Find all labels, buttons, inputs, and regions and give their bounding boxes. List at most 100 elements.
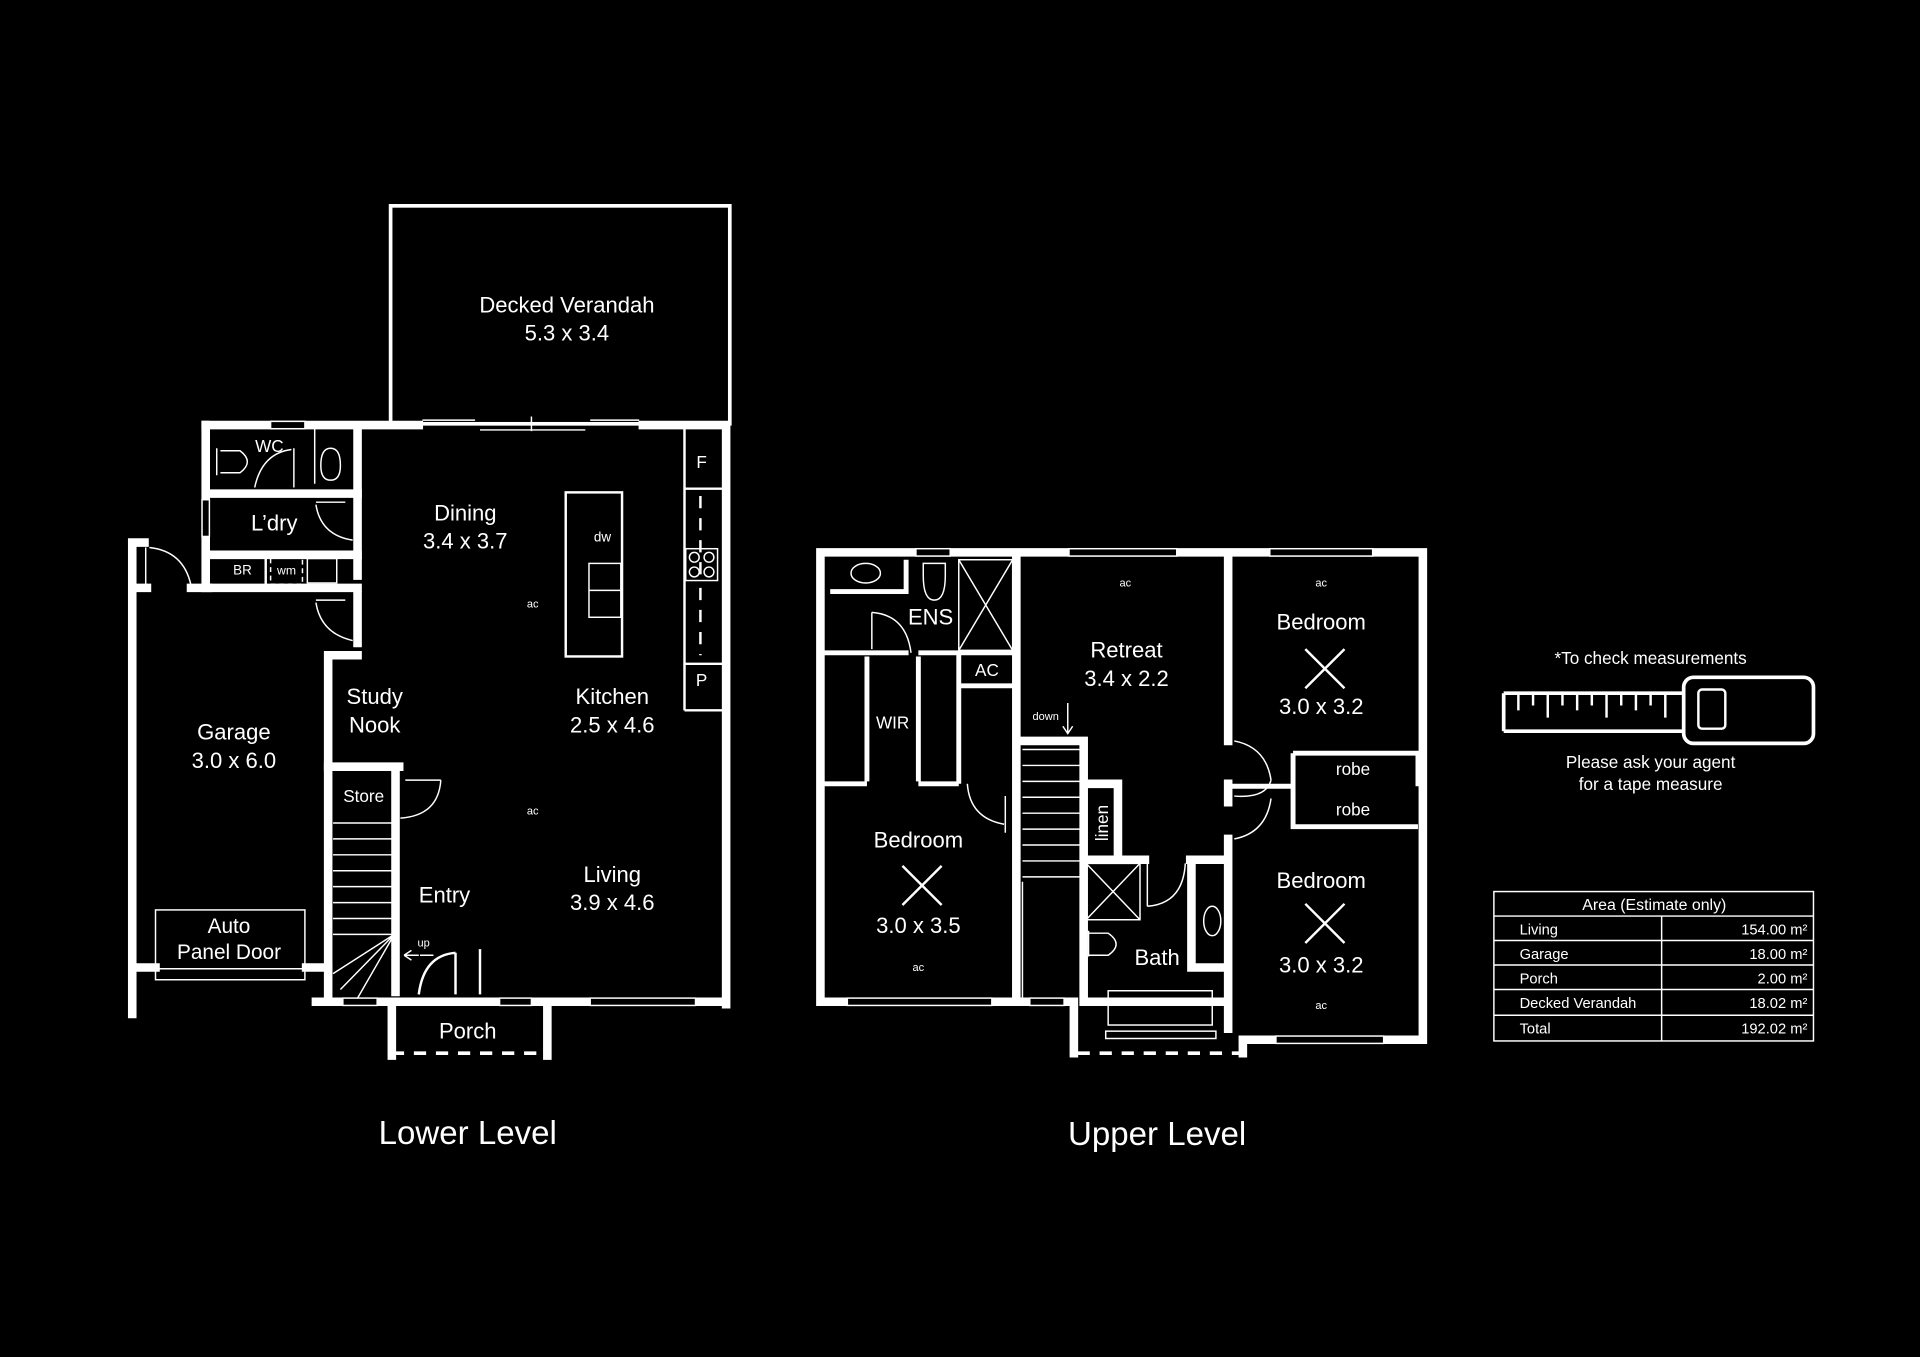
room-size: 3.9 x 4.6 xyxy=(570,890,655,915)
room-label: Bath xyxy=(1134,945,1179,970)
upper-level-plan: ENS AC WIR Retreat 3.4 x 2.2 Bedroom 3.0… xyxy=(816,547,1428,1153)
ac-icon: ac xyxy=(1119,578,1131,590)
room-size: 5.3 x 3.4 xyxy=(525,321,610,346)
bathtub-icon xyxy=(1107,990,1213,1026)
tape-measure-icon xyxy=(1501,675,1816,746)
area-row-label: Living xyxy=(1520,922,1558,938)
kitchen-island xyxy=(564,491,624,658)
ac-icon: ac xyxy=(913,962,925,974)
lower-level-title: Lower Level xyxy=(379,1115,557,1152)
lower-level-plan: Decked Verandah 5.3 x 3.4 WC L’dry BR wm… xyxy=(127,204,732,1152)
panel-door-label: Panel Door xyxy=(177,941,281,964)
room-label: Porch xyxy=(439,1018,497,1043)
stairs-label: down xyxy=(1033,711,1059,723)
room-size: 3.0 x 3.2 xyxy=(1279,952,1364,977)
room-label: WC xyxy=(255,436,284,456)
area-row-label: Porch xyxy=(1520,971,1558,987)
wc-fixtures xyxy=(216,428,342,488)
robe-walls xyxy=(1228,750,1421,830)
room-label: Garage xyxy=(197,720,270,745)
ac-icon: ac xyxy=(1315,578,1327,590)
room-size: 2.5 x 4.6 xyxy=(570,712,655,737)
basin-icon xyxy=(850,562,882,584)
room-label: WIR xyxy=(876,713,909,733)
room-label: Dining xyxy=(434,501,496,526)
area-row-value: 154.00 m² xyxy=(1741,922,1807,938)
shower-icon xyxy=(1085,862,1141,921)
room-size: 3.0 x 3.5 xyxy=(876,913,961,938)
ceiling-fan-icon xyxy=(901,864,943,906)
trough xyxy=(306,557,338,584)
area-table-title: Area (Estimate only) xyxy=(1582,897,1726,914)
area-row-label: Garage xyxy=(1520,947,1569,963)
door-swing xyxy=(400,779,442,819)
tape-note-line: Please ask your agent xyxy=(1566,752,1736,772)
tape-note-top: *To check measurements xyxy=(1554,648,1746,668)
upper-level-title: Upper Level xyxy=(1068,1116,1246,1153)
window xyxy=(201,498,211,538)
window xyxy=(269,420,306,430)
ac-icon: ac xyxy=(1315,1000,1327,1012)
room-label: Kitchen xyxy=(576,684,649,709)
shower-icon xyxy=(958,558,1014,652)
room-label: ENS xyxy=(908,605,953,630)
ac-icon: ac xyxy=(527,805,539,817)
door-swing xyxy=(871,611,1272,907)
area-row-value: 18.00 m² xyxy=(1749,947,1807,963)
ceiling-fan-icon xyxy=(1304,648,1346,690)
room-label: Bedroom xyxy=(874,827,963,852)
tape-note-line: for a tape measure xyxy=(1579,774,1723,794)
room-label: Nook xyxy=(349,712,401,737)
room-label: Entry xyxy=(419,883,470,908)
appliance-label: wm xyxy=(276,563,296,577)
area-row-label: Total xyxy=(1520,1022,1551,1038)
area-table: Area (Estimate only) Living 154.00 m² Ga… xyxy=(1493,890,1815,1042)
room-label: AC xyxy=(975,660,999,680)
window xyxy=(342,997,378,1007)
linen-label: linen xyxy=(1092,805,1112,841)
area-row-label: Decked Verandah xyxy=(1520,996,1637,1012)
robe-label: robe xyxy=(1336,759,1370,779)
ceiling-fan-icon xyxy=(1304,902,1346,944)
washing-machine xyxy=(269,556,304,585)
room-size: 3.4 x 3.7 xyxy=(423,529,508,554)
kitchen-bench xyxy=(683,428,727,712)
stair-walls xyxy=(323,762,404,997)
arrow-icon xyxy=(403,949,434,961)
room-label: Living xyxy=(583,862,641,887)
room-label: Study xyxy=(347,684,403,709)
verandah-outline xyxy=(388,204,732,426)
room-label: Retreat xyxy=(1090,638,1162,663)
tape-measure-note: *To check measurements Please ask your a… xyxy=(1501,648,1816,794)
robe-label: robe xyxy=(1336,800,1370,820)
window xyxy=(589,997,697,1007)
staircase xyxy=(1021,748,1080,1002)
room-label: BR xyxy=(233,562,252,577)
room-label: Bedroom xyxy=(1277,610,1366,635)
room-size: 3.4 x 2.2 xyxy=(1084,666,1169,691)
cooktop-icon xyxy=(684,547,719,582)
area-row-value: 2.00 m² xyxy=(1758,971,1808,987)
pantry-label: P xyxy=(696,670,707,690)
toilet-icon xyxy=(1087,930,1117,957)
panel-door xyxy=(154,909,306,981)
upper-internal-walls xyxy=(1012,552,1233,1033)
garage-walls xyxy=(127,538,333,1019)
toilet-icon xyxy=(922,562,947,601)
fridge-label: F xyxy=(696,452,706,472)
room-label: Decked Verandah xyxy=(479,292,654,317)
door-swing xyxy=(144,501,353,642)
dishwasher-label: dw xyxy=(594,529,611,544)
staircase xyxy=(332,822,395,999)
sliding-door xyxy=(422,416,640,432)
wir-walls xyxy=(820,559,1017,787)
room-label: Bedroom xyxy=(1277,868,1366,893)
entry-door xyxy=(417,949,482,995)
room-label: Store xyxy=(343,786,384,806)
room-label: L’dry xyxy=(251,510,298,535)
stairs-label: up xyxy=(418,938,430,950)
area-row-value: 192.02 m² xyxy=(1741,1022,1807,1038)
panel-door-label: Auto xyxy=(208,915,251,938)
arrow-icon xyxy=(1062,702,1074,735)
